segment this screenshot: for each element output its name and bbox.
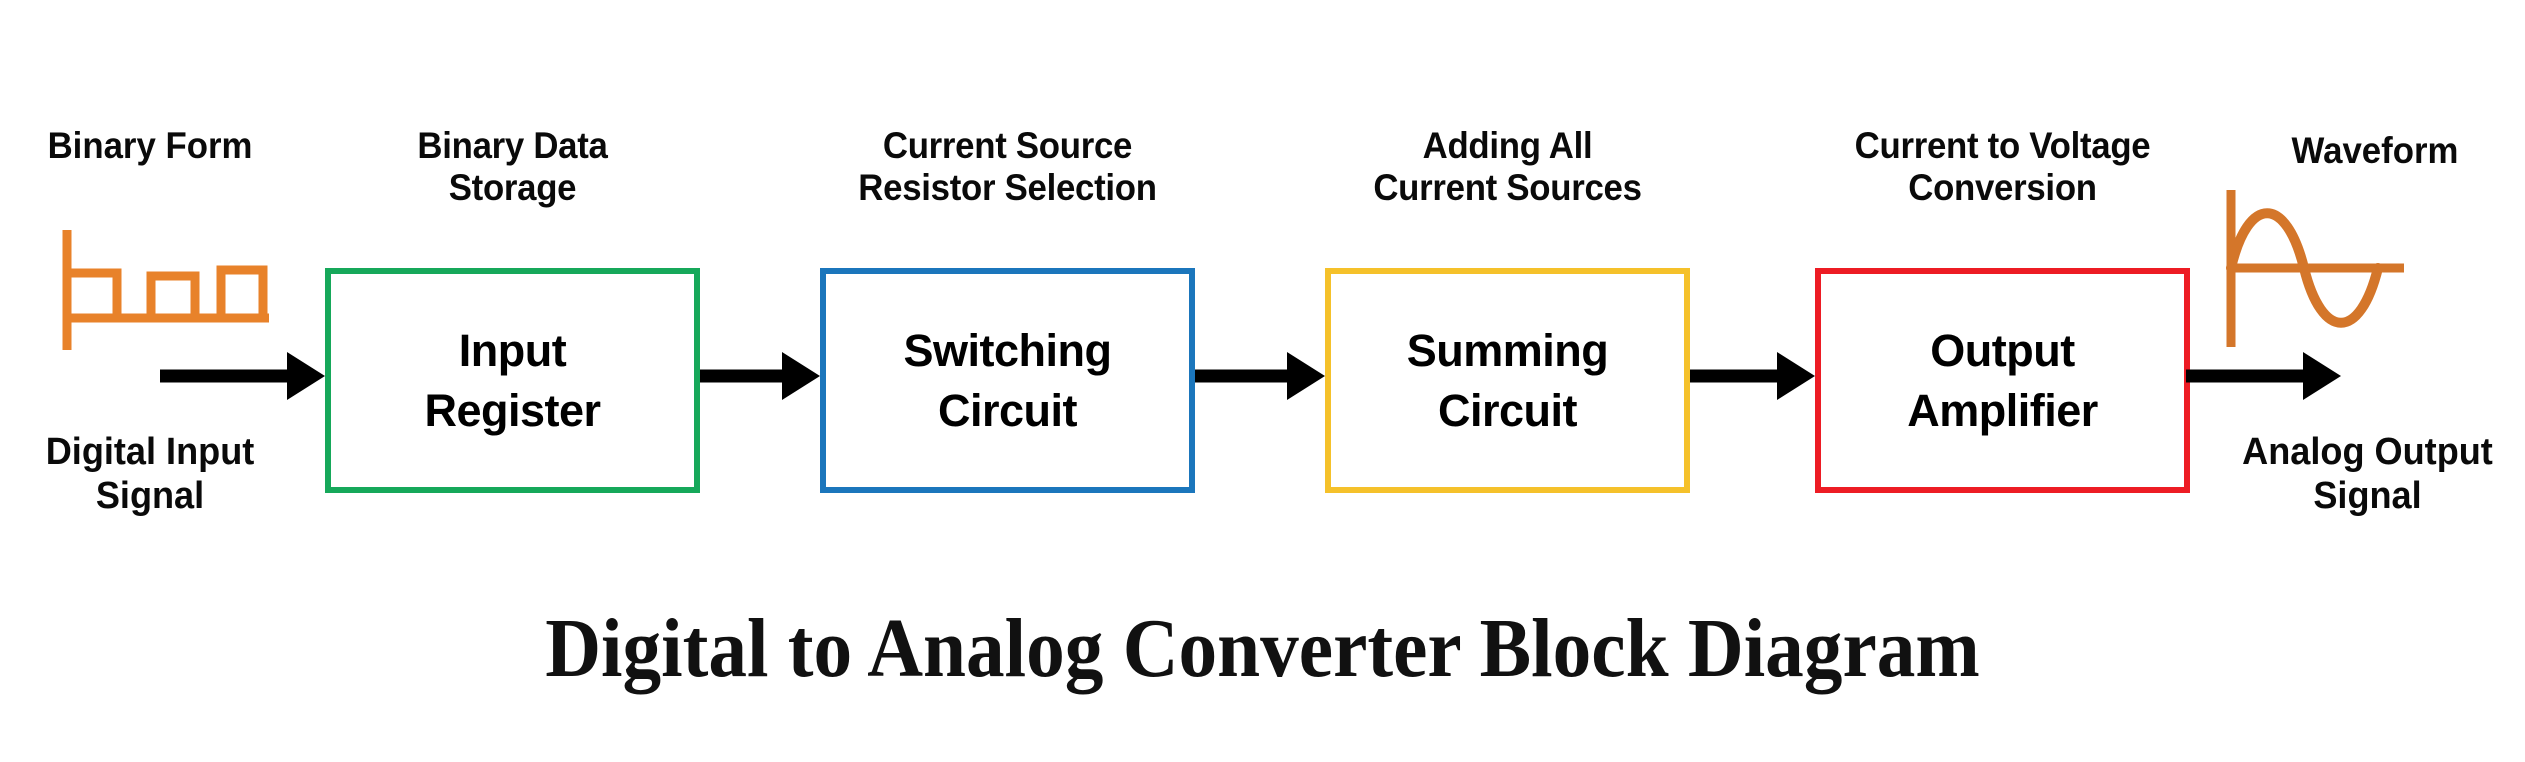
block-summing-circuit[interactable]: Summing Circuit bbox=[1325, 268, 1690, 493]
waveform-caption: Waveform bbox=[2291, 130, 2459, 171]
block-label-summing-circuit: Summing Circuit bbox=[1406, 325, 1609, 436]
arrow-shaft bbox=[2186, 369, 2308, 383]
arrow-input-to-register bbox=[160, 352, 325, 400]
block-output-amplifier[interactable]: Output Amplifier bbox=[1815, 268, 2190, 493]
arrow-shaft bbox=[700, 369, 788, 383]
arrow-head bbox=[287, 352, 325, 400]
arrow-shaft bbox=[160, 369, 292, 383]
arrow-head bbox=[782, 352, 820, 400]
binary-form-caption: Binary Form bbox=[47, 125, 253, 166]
arrow-head bbox=[1777, 352, 1815, 400]
caption-input-register: Binary Data Storage bbox=[417, 125, 608, 209]
analog-output-signal-caption: Analog Output Signal bbox=[2242, 431, 2493, 518]
arrow-amplifier-to-output bbox=[2186, 352, 2341, 400]
caption-switching-circuit: Current Source Resistor Selection bbox=[858, 125, 1157, 209]
arrow-head bbox=[1287, 352, 1325, 400]
arrow-register-to-switching bbox=[700, 352, 820, 400]
block-switching-circuit[interactable]: Switching Circuit bbox=[820, 268, 1195, 493]
caption-summing-circuit: Adding All Current Sources bbox=[1373, 125, 1642, 209]
block-label-input-register: Input Register bbox=[424, 325, 601, 436]
block-label-switching-circuit: Switching Circuit bbox=[903, 325, 1113, 436]
page-title: Digital to Analog Converter Block Diagra… bbox=[545, 602, 1980, 695]
arrow-shaft bbox=[1195, 369, 1293, 383]
arrow-summing-to-amplifier bbox=[1690, 352, 1815, 400]
arrow-head bbox=[2303, 352, 2341, 400]
arrow-switching-to-summing bbox=[1195, 352, 1325, 400]
arrow-shaft bbox=[1690, 369, 1783, 383]
digital-square-wave-icon bbox=[55, 228, 285, 353]
caption-output-amplifier: Current to Voltage Conversion bbox=[1854, 125, 2151, 209]
block-label-output-amplifier: Output Amplifier bbox=[1907, 325, 2098, 436]
analog-sine-wave-icon bbox=[2218, 185, 2433, 350]
digital-input-signal-caption: Digital Input Signal bbox=[45, 431, 255, 518]
block-input-register[interactable]: Input Register bbox=[325, 268, 700, 493]
